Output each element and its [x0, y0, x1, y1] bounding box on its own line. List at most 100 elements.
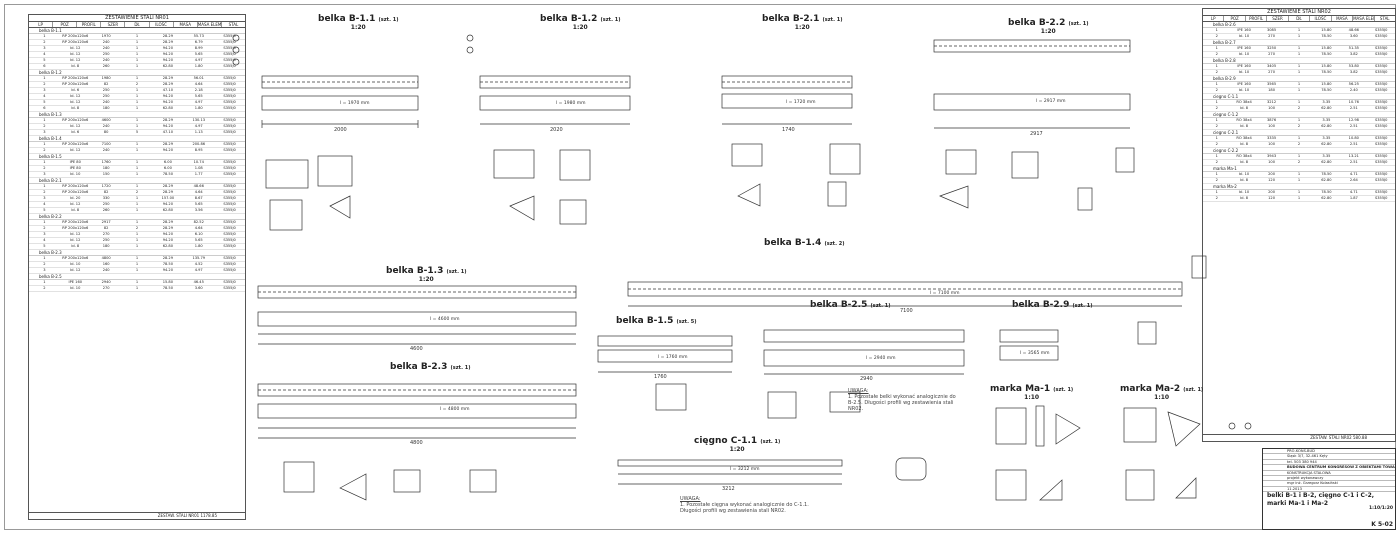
table-cell: 3250 — [1266, 46, 1277, 50]
table-cell: 5 — [43, 208, 46, 212]
table-cell: 1 — [1297, 118, 1301, 122]
table-cell: 2 — [1297, 124, 1301, 128]
table-cell: 1720 — [101, 184, 111, 188]
table-cell: bl. 10 — [1239, 34, 1250, 38]
table-cell: 6 — [43, 106, 46, 110]
table-cell: S355J0 — [1374, 118, 1388, 122]
note-b25: UWAGA:1. Pozostałe belki wykonać analogi… — [848, 388, 956, 412]
table-cell: 3212 — [1266, 100, 1277, 104]
table-cell: bl. 8 — [71, 244, 80, 248]
table-cell: 1 — [1215, 136, 1218, 140]
table-cell: S355J0 — [223, 118, 236, 122]
table-cell: 56.25 — [1348, 82, 1359, 86]
table-cell: 82 — [103, 226, 109, 230]
table-cell: 5.65 — [194, 52, 203, 56]
table-cell: S355J0 — [223, 46, 236, 50]
table-cell: S355J0 — [223, 142, 236, 146]
table-cell: 2.18 — [194, 88, 203, 92]
table-cell: 1.87 — [1349, 196, 1358, 200]
title-block-line: tel. 503 380 944 — [1263, 460, 1395, 466]
beam-b13: 4600 l = 4600 mm — [257, 285, 577, 352]
table-cell: IPE 160 — [1237, 64, 1251, 68]
table-cell: 10.80 — [1348, 136, 1359, 140]
table-cell: 2 — [43, 286, 46, 290]
table-cell: 1 — [1297, 52, 1301, 56]
table-cell: bl. 12 — [70, 124, 81, 128]
table-cell: 2 — [135, 226, 139, 230]
beam-b22: 2917 l = 2917 mm — [933, 39, 1135, 211]
table-cell: bl. 10 — [70, 172, 81, 176]
table-cell: 78.50 — [1321, 190, 1332, 194]
column-header: POZ — [53, 22, 78, 27]
table-cell: bl. 12 — [70, 268, 81, 272]
table-cell: 1 — [135, 208, 139, 212]
table-cell: 157.00 — [161, 196, 175, 200]
table-cell: 240 — [102, 46, 110, 50]
table-cell: 1 — [135, 172, 139, 176]
beam-b15: 1760 l = 1760 mm — [597, 335, 733, 411]
table-cell: 5 — [43, 244, 46, 248]
table-cell: 2 — [43, 124, 46, 128]
table-cell: 2 — [43, 166, 46, 170]
table-cell: S355J0 — [223, 226, 236, 230]
table-cell: S355J0 — [223, 160, 236, 164]
table-cell: S355J0 — [223, 280, 236, 284]
table-cell: 94.20 — [162, 94, 174, 98]
table-cell: 1 — [1215, 118, 1218, 122]
table-header: ZESTAWIENIE STALI NR01 — [29, 15, 245, 22]
table-cell: 62.80 — [1321, 124, 1332, 128]
table-cell: 47.10 — [162, 88, 174, 92]
table-cell: 2 — [43, 82, 46, 86]
table-cell: S355J0 — [1374, 154, 1388, 158]
table-cell: 2 — [1215, 196, 1218, 200]
drawing-title-b15: belka B-1.5 (szt. 5) — [616, 316, 697, 326]
table-cell: 94.20 — [162, 202, 174, 206]
table-cell: 1 — [135, 64, 139, 68]
label-b11: l = 1970 mm — [340, 100, 370, 106]
table-cell: 240 — [102, 100, 110, 104]
table-cell: 78.50 — [162, 286, 174, 290]
title-block-line: PRO-KONS-BUD — [1263, 449, 1395, 455]
table-cell: 270 — [1268, 52, 1275, 56]
table-cell: bl. 12 — [70, 58, 81, 62]
table-cell: 1760 — [101, 160, 111, 164]
table-cell: 28.29 — [162, 118, 174, 122]
table-cell: 1.08 — [194, 166, 203, 170]
table-cell: S355J0 — [223, 94, 236, 98]
table-cell: S355J0 — [1374, 46, 1388, 50]
drawing-title-ma2: marka Ma-2 (szt. 1)1:10 — [1120, 384, 1204, 401]
table-cell: 1 — [1297, 154, 1301, 158]
table-cell: RP 200x120x6 — [62, 82, 89, 86]
table-cell: S355J0 — [223, 262, 236, 266]
table-cell: 270 — [1268, 34, 1275, 38]
table-cell: 2 — [43, 190, 46, 194]
table-cell: 240 — [102, 40, 110, 44]
column-header: STAL — [1379, 16, 1390, 21]
drawing-title-b22: belka B-2.2 (szt. 1)1:20 — [1008, 18, 1089, 35]
table-cell: 3.60 — [194, 286, 203, 290]
group-title: belka B-1.3 — [29, 112, 245, 118]
column-header: DŁ — [1289, 16, 1311, 21]
dim-b25-length: 2940 — [860, 376, 873, 382]
table-cell: 78.50 — [1321, 172, 1332, 176]
table-cell: 240 — [102, 268, 110, 272]
table-cell: 100 — [1268, 160, 1275, 164]
table-cell: 1 — [135, 244, 139, 248]
table-cell: 100 — [1268, 124, 1275, 128]
table-cell: S355J0 — [223, 208, 236, 212]
table-cell: 8.95 — [194, 148, 203, 152]
table-cell: S355J0 — [223, 148, 236, 152]
table-cell: 5.65 — [194, 202, 203, 206]
table-cell: 1 — [1215, 172, 1218, 176]
table-cell: 250 — [102, 88, 110, 92]
